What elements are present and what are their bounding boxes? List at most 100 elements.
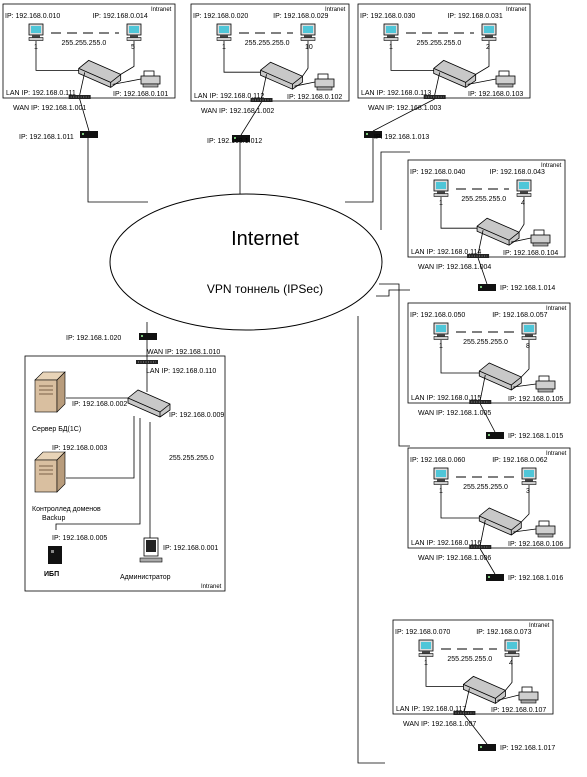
switch-icon — [260, 61, 303, 90]
main-modem-ip: IP: 192.168.1.020 — [66, 335, 121, 342]
domain-controller-icon — [34, 451, 66, 493]
pc-icon — [383, 23, 399, 41]
admin-ip: IP: 192.168.0.001 — [163, 545, 218, 552]
printer-icon — [140, 70, 161, 88]
subnet-mask: 255.255.255.0 — [461, 196, 506, 203]
pc-icon — [300, 23, 316, 41]
pc-left-ip: IP: 192.168.0.040 — [410, 169, 465, 176]
internet-title: Internet — [231, 228, 299, 250]
lan-ip: LAN IP: 192.168.0.111 — [6, 90, 76, 97]
printer-ip: IP: 192.168.0.101 — [113, 91, 168, 98]
wan-ip: WAN IP: 192.168.1.004 — [418, 264, 491, 271]
main-wan-ip: WAN IP: 192.168.1.010 — [147, 349, 220, 356]
intranet-label: Intranet — [151, 7, 172, 13]
switch-icon — [433, 60, 477, 88]
pc-icon — [504, 639, 520, 657]
subnet-mask: 255.255.255.0 — [61, 40, 106, 47]
vpn-tunnel-label: VPN тоннель (IPSec) — [207, 282, 323, 296]
db-server-label: Сервер БД(1С) — [32, 426, 81, 433]
bus-link-office-7 — [357, 316, 385, 764]
pc-icon — [433, 179, 449, 197]
printer-icon — [535, 520, 556, 538]
printer-icon — [495, 70, 516, 88]
switch-icon — [478, 507, 522, 536]
dc-label: Контроллед доменов — [32, 506, 101, 513]
printer-icon — [535, 375, 556, 393]
pc-icon — [516, 179, 532, 197]
wan-ip: WAN IP: 192.168.1.006 — [418, 555, 491, 562]
hub-icon — [250, 97, 273, 103]
pc-icon — [28, 23, 44, 41]
modem-icon — [486, 574, 504, 581]
switch-icon — [478, 362, 522, 391]
pc-number: 4 — [521, 200, 525, 207]
pc-left-ip: IP: 192.168.0.050 — [410, 312, 465, 319]
pc-icon — [521, 467, 537, 485]
pc-right-ip: IP: 192.168.0.062 — [492, 457, 547, 464]
subnet-mask: 255.255.255.0 — [463, 484, 508, 491]
pc-number: 2 — [486, 44, 490, 51]
bus-link-office-6 — [379, 283, 410, 447]
pc-icon — [418, 639, 434, 657]
pc-icon — [126, 23, 142, 41]
intranet-label: Intranet — [325, 7, 346, 13]
ups-icon — [48, 546, 62, 564]
main-office: IP: 192.168.1.020 WAN IP: 192.168.1.010 … — [24, 333, 226, 592]
lan-ip: LAN IP: 192.168.0.114 — [411, 249, 481, 256]
pc-left-ip: IP: 192.168.0.070 — [395, 629, 450, 636]
switch-icon — [78, 60, 122, 88]
pc-right-ip: IP: 192.168.0.014 — [92, 13, 147, 20]
printer-ip: IP: 192.168.0.103 — [468, 91, 523, 98]
intranet-label: Intranet — [546, 306, 567, 312]
printer-ip: IP: 192.168.0.106 — [508, 541, 563, 548]
db-server-icon — [34, 371, 66, 413]
wan-ip: WAN IP: 192.168.1.005 — [418, 410, 491, 417]
pc-left-ip: IP: 192.168.0.020 — [193, 13, 248, 20]
main-switch-ip: IP: 192.168.0.009 — [169, 412, 224, 419]
pc-number: 4 — [509, 660, 513, 667]
hub-icon — [466, 253, 490, 259]
wan-ip: WAN IP: 192.168.1.003 — [368, 105, 441, 112]
lan-ip: LAN IP: 192.168.0.112 — [194, 93, 264, 100]
bus-link-office-5 — [376, 289, 410, 297]
switch-icon — [127, 389, 171, 418]
pc-number: 8 — [526, 343, 530, 350]
intranet-label: Intranet — [506, 7, 527, 13]
modem-icon — [139, 333, 157, 340]
printer-icon — [314, 73, 335, 91]
printer-ip: IP: 192.168.0.107 — [491, 707, 546, 714]
hub-icon — [468, 544, 492, 550]
ups-label: ИБП — [44, 571, 59, 578]
modem-icon — [478, 284, 496, 291]
subnet-mask: 255.255.255.0 — [463, 339, 508, 346]
admin-label: Администратор — [120, 574, 171, 581]
intranet-label: Intranet — [201, 584, 222, 590]
pc-number: 10 — [305, 44, 313, 51]
pc-right-ip: IP: 192.168.0.057 — [492, 312, 547, 319]
main-lan-ip: LAN IP: 192.168.0.110 — [146, 368, 216, 375]
pc-icon — [216, 23, 232, 41]
printer-icon — [530, 229, 551, 247]
modem-ip: IP: 192.168.1.011 — [19, 134, 74, 141]
pc-icon — [481, 23, 497, 41]
internet-cloud — [109, 193, 383, 331]
printer-ip: IP: 192.168.0.102 — [287, 94, 342, 101]
subnet-mask: 255.255.255.0 — [447, 656, 492, 663]
printer-ip: IP: 192.168.0.104 — [503, 250, 558, 257]
modem-ip: IP: 192.168.1.017 — [500, 745, 555, 752]
ups-ip: IP: 192.168.0.005 — [52, 535, 107, 542]
pc-left-ip: IP: 192.168.0.010 — [5, 13, 60, 20]
subnet-mask: 255.255.255.0 — [245, 40, 290, 47]
pc-right-ip: IP: 192.168.0.043 — [490, 169, 545, 176]
hub-icon — [453, 710, 476, 716]
intranet-label: Intranet — [541, 163, 562, 169]
modem-ip: IP: 192.168.1.013 — [374, 134, 429, 141]
pc-icon — [433, 322, 449, 340]
db-server-ip: IP: 192.168.0.002 — [72, 401, 127, 408]
modem-icon — [486, 432, 504, 439]
